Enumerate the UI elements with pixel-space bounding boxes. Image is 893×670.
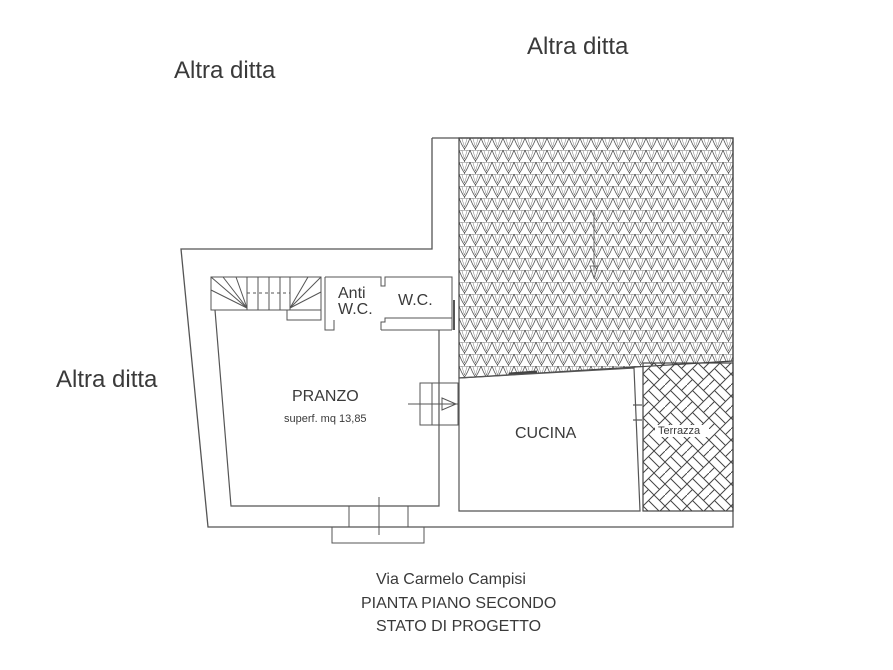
room-label-anti-wc: Anti W.C. (338, 286, 373, 318)
neighbor-label-top-right: Altra ditta (527, 33, 629, 60)
neighbor-label-left: Altra ditta (56, 366, 158, 393)
neighbor-label-top-left: Altra ditta (174, 57, 276, 84)
caption-plan: PIANTA PIANO SECONDO (361, 595, 557, 612)
room-area-pranzo: superf. mq 13,85 (284, 413, 367, 425)
roof-tiles (458, 137, 734, 379)
anti-wc-line2: W.C. (338, 301, 373, 318)
caption-street: Via Carmelo Campisi (376, 571, 526, 588)
room-label-terrazza: Terrazza (658, 425, 701, 437)
balcony (331, 497, 425, 544)
room-label-pranzo: PRANZO (292, 388, 359, 405)
steps (408, 382, 459, 426)
room-label-cucina: CUCINA (515, 425, 577, 442)
room-label-wc: W.C. (398, 292, 433, 309)
cucina-room (458, 367, 642, 512)
wc-block (324, 276, 455, 331)
anti-wc-line1: Anti (338, 285, 366, 302)
pranzo-room (214, 309, 440, 507)
staircase (210, 276, 322, 321)
terrazza (642, 362, 734, 512)
caption-state: STATO DI PROGETTO (376, 618, 542, 635)
